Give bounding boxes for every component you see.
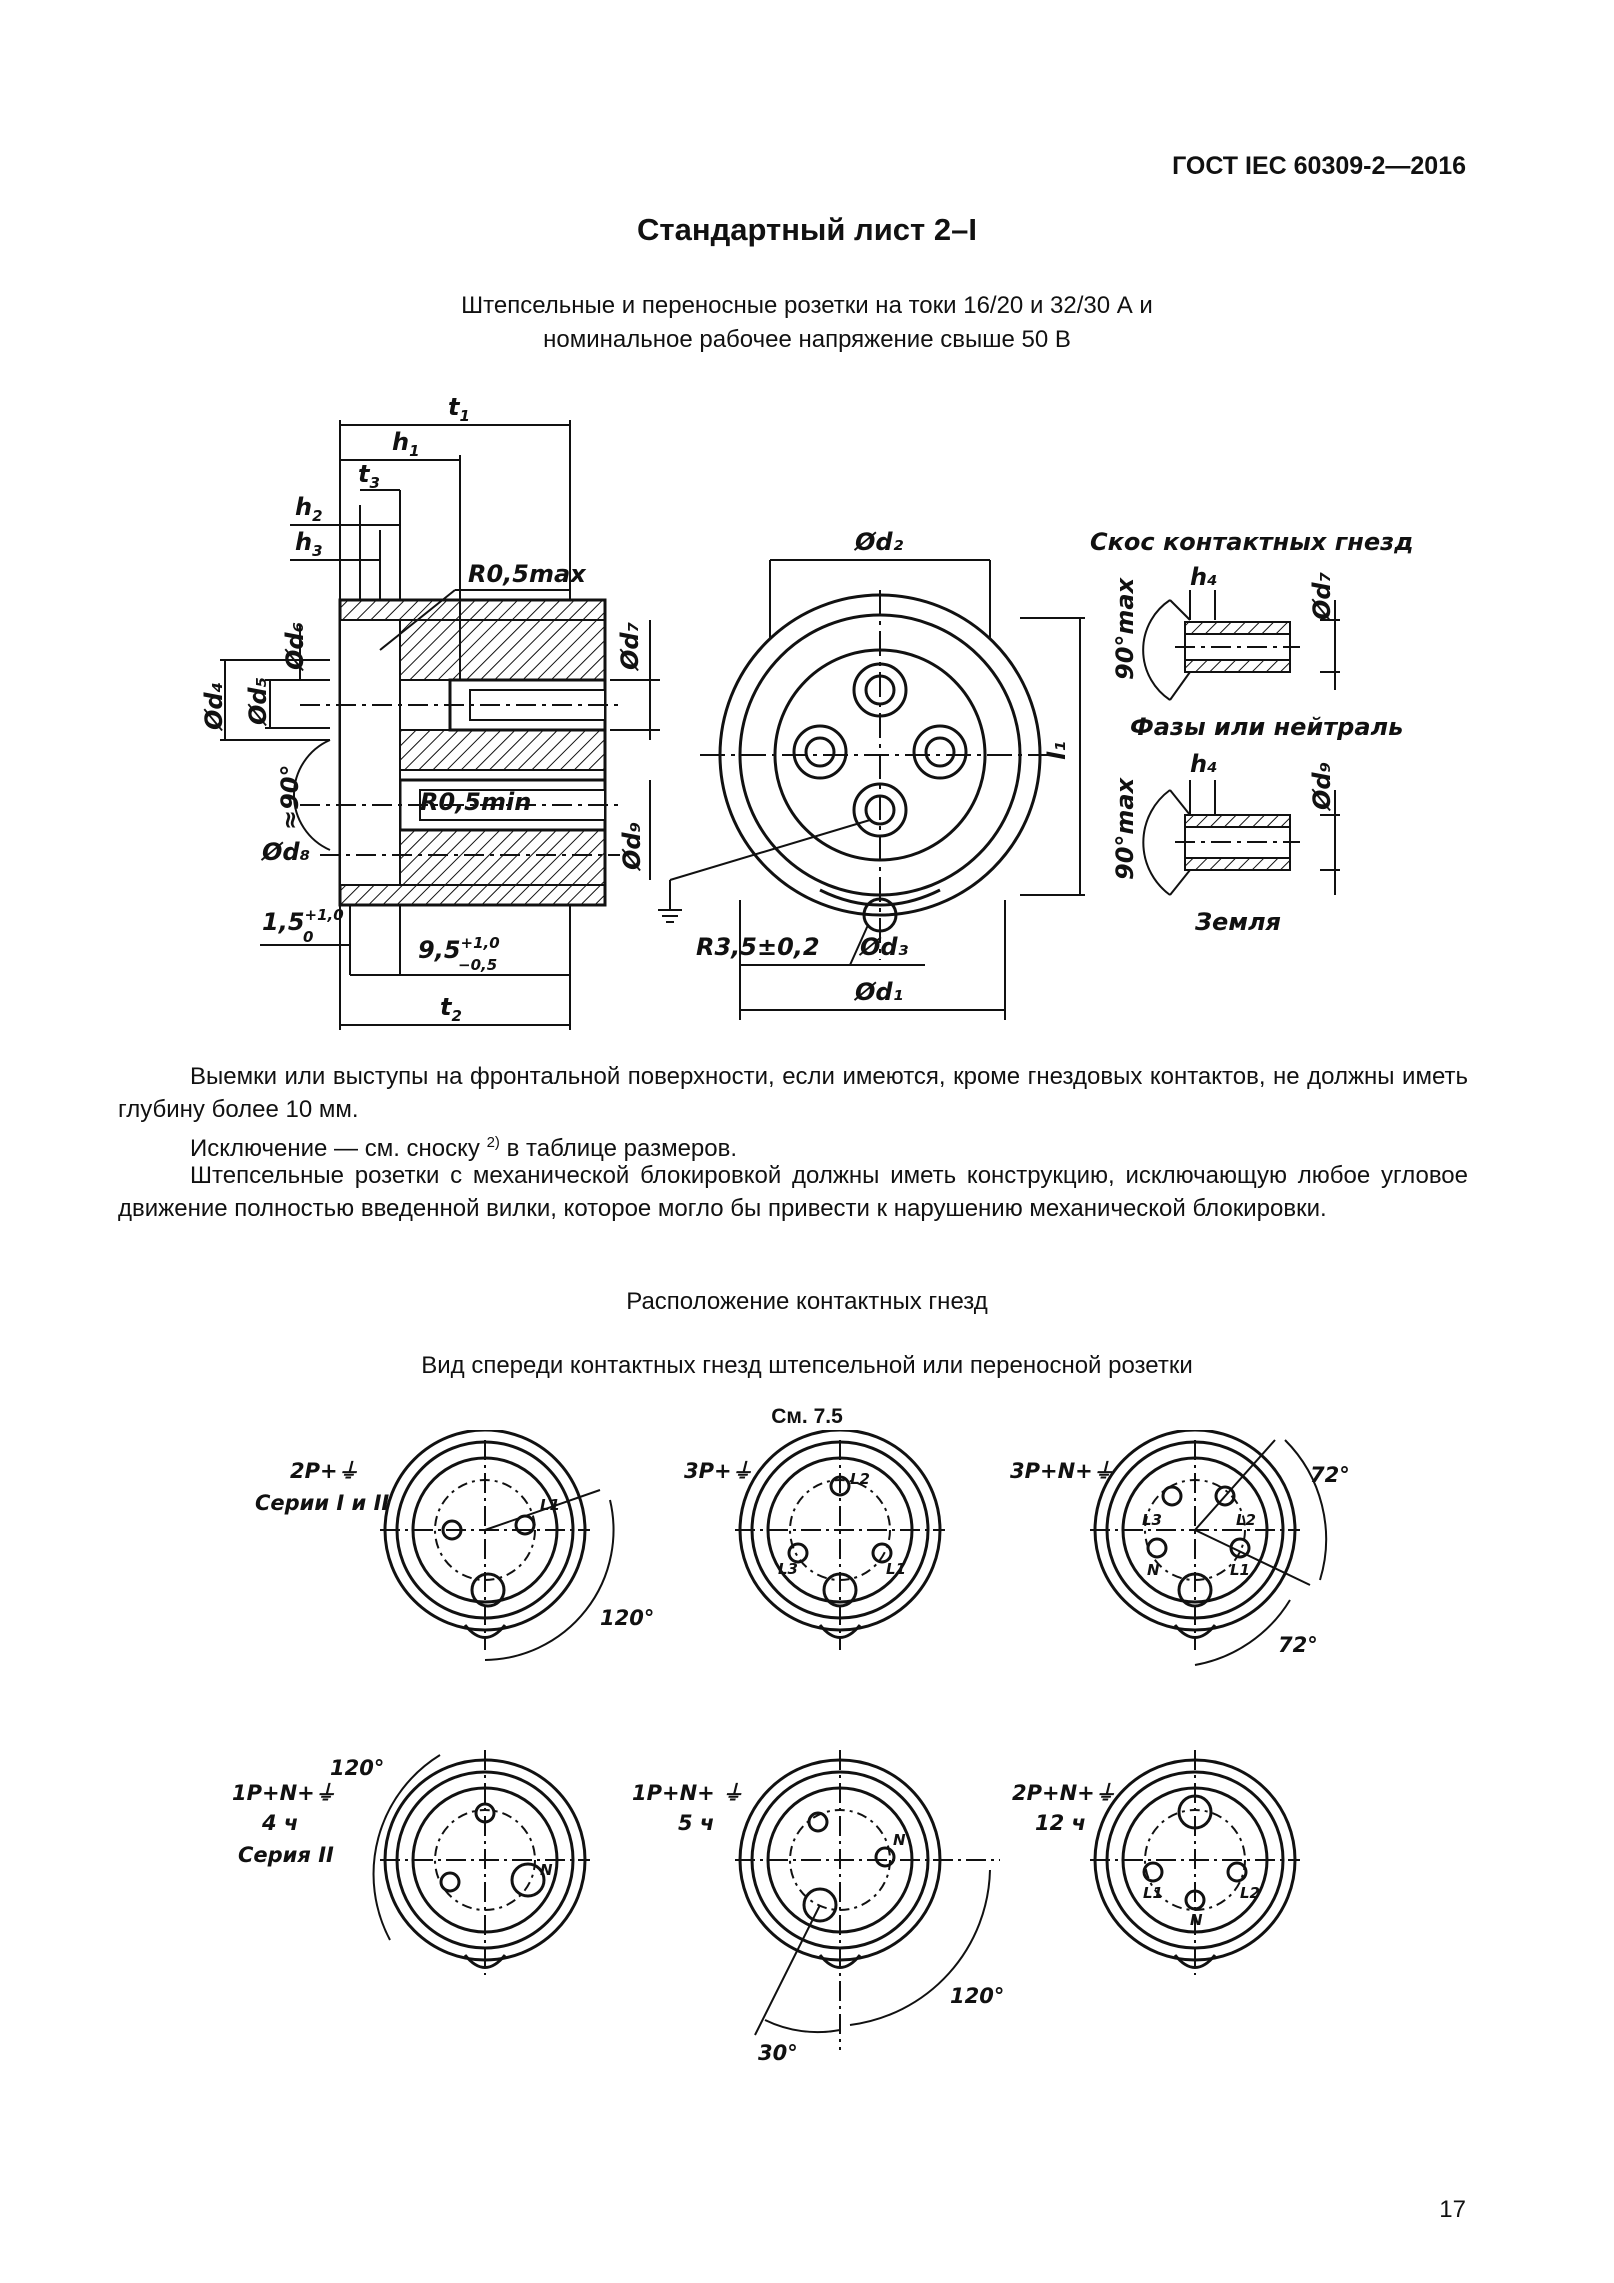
paragraph-exception-text-b: в таблице размеров. (499, 1135, 738, 1162)
radius-3-5-label: R3,5±0,2 (696, 933, 820, 961)
pin-label-l3-c: L3 (1142, 1511, 1162, 1529)
dim-h4-top: h₄ (1190, 563, 1218, 591)
layout-4-label: 1P+N+⏚ (232, 1781, 336, 1805)
layout-3p-e (735, 1430, 945, 1650)
section-title: Расположение контактных гнезд (626, 1288, 988, 1315)
radius-max-label: R0,5max (468, 560, 587, 588)
pin-label-l2-f: L2 (1240, 1884, 1260, 1902)
dim-t1: t1 (448, 393, 470, 425)
layout-2p-n-e-12h (1090, 1750, 1300, 1975)
pin-label-l2-b: L2 (850, 1470, 870, 1488)
layout-3-label: 3P+N+⏚ (1010, 1459, 1114, 1483)
earth-label: Земля (1194, 908, 1281, 936)
see-clause: См. 7.5 (771, 1405, 843, 1428)
dim-d5: Ød₅ (244, 677, 272, 727)
page-title: Стандартный лист 2–I (637, 212, 977, 247)
footnote-ref: 2) (486, 1134, 500, 1151)
max-angle-top: 90°max (1111, 576, 1139, 680)
layout-2-label: 3P+⏚ (684, 1459, 753, 1483)
dim-d7: Ød₇ (616, 621, 644, 672)
dim-d3: Ød₃ (858, 933, 909, 961)
layout-3-angle-top: 72° (1310, 1463, 1350, 1487)
pin-label-l1-f: L1 (1143, 1884, 1163, 1902)
dim-9-5: 9,5+1,0−0,5 (418, 934, 500, 974)
pin-label-n-d: N (540, 1861, 553, 1879)
layout-6-label: 2P+N+⏚ (1012, 1781, 1116, 1805)
contact-layouts-drawing: 2P+⏚ Серии I и II 120° 3P+⏚ 3P+N+⏚ 72° 7… (232, 1430, 1350, 2065)
layout-5-hour: 5 ч (678, 1811, 714, 1835)
paragraph-recesses: Выемки или выступы на фронтальной поверх… (118, 1060, 1468, 1126)
layout-3p-n-e (1090, 1430, 1328, 1666)
socket-dimension-drawing: t1 h1 t3 h2 h3 R0,5max R0,5min Ød₄ Ød₅ Ø… (200, 393, 1413, 1030)
angle-90-label: ≈90° (276, 764, 304, 830)
paragraph-interlock-text: Штепсельные розетки с механической блоки… (118, 1162, 1468, 1222)
pin-label-n-c: N (1147, 1561, 1160, 1579)
subtitle-line-1: Штепсельные и переносные розетки на токи… (461, 292, 1153, 319)
dim-d9-chamfer: Ød₉ (1308, 762, 1336, 812)
pin-label-n-f: N (1190, 1911, 1203, 1929)
layout-5-angle-30: 30° (758, 2041, 798, 2065)
radius-min-label: R0,5min (420, 788, 531, 816)
dim-d4: Ød₄ (200, 682, 228, 732)
layout-1-label: 2P+⏚ (290, 1459, 359, 1483)
dim-h3: h3 (295, 528, 323, 560)
dim-l1: l₁ (1043, 741, 1071, 760)
dim-h4-bottom: h₄ (1190, 750, 1218, 778)
layout-1p-n-e-5h (735, 1750, 1000, 2050)
dim-d2: Ød₂ (853, 528, 904, 556)
layout-2p-e (380, 1430, 615, 1661)
layout-1-series: Серии I и II (255, 1491, 389, 1515)
layout-6-hour: 12 ч (1035, 1811, 1086, 1835)
dim-d9: Ød₉ (618, 822, 646, 872)
layout-4-angle: 120° (330, 1756, 384, 1780)
layout-1-angle: 120° (600, 1606, 654, 1630)
paragraph-exception-text-a: Исключение — см. сноску (190, 1135, 487, 1162)
layout-4-series: Серия II (238, 1843, 334, 1867)
layout-3-angle-bottom: 72° (1278, 1633, 1318, 1657)
front-view-caption: Вид спереди контактных гнезд штепсельной… (421, 1352, 1193, 1379)
layout-4-hour: 4 ч (261, 1811, 298, 1835)
dim-d6: Ød₆ (281, 622, 309, 672)
layout-1p-n-e-4h (372, 1750, 590, 1975)
subtitle-line-2: номинальное рабочее напряжение свыше 50 … (543, 326, 1071, 353)
dim-h1: h1 (392, 428, 420, 460)
dim-t2: t2 (440, 993, 462, 1025)
pin-label-l2-c: L2 (1236, 1511, 1256, 1529)
paragraph-recesses-text: Выемки или выступы на фронтальной поверх… (118, 1063, 1468, 1123)
layout-5-label: 1P+N+ ⏚ (632, 1781, 743, 1805)
dim-t3: t3 (358, 460, 380, 492)
page-number: 17 (1439, 2196, 1466, 2223)
phase-label: Фазы или нейтраль (1130, 713, 1403, 741)
max-angle-bottom: 90°max (1111, 776, 1139, 880)
pin-label-l1-a: L1 (540, 1496, 560, 1514)
paragraph-interlock: Штепсельные розетки с механической блоки… (118, 1159, 1468, 1225)
dim-h2: h2 (295, 493, 323, 525)
dim-d8: Ød₈ (260, 838, 310, 866)
document-id: ГОСТ IEC 60309-2—2016 (1172, 152, 1466, 180)
pin-label-n-e: N (893, 1831, 906, 1849)
pin-label-l1-b: L1 (886, 1560, 906, 1578)
dim-d1: Ød₁ (853, 978, 903, 1006)
layout-5-angle: 120° (950, 1984, 1004, 2008)
paragraph-exception: Исключение — см. сноску 2) в таблице раз… (118, 1126, 1468, 1165)
pin-label-l3-b: L3 (778, 1560, 798, 1578)
pin-label-l1-c: L1 (1230, 1561, 1250, 1579)
dim-d7-chamfer: Ød₇ (1308, 571, 1336, 622)
chamfer-title: Скос контактных гнезд (1090, 528, 1413, 556)
